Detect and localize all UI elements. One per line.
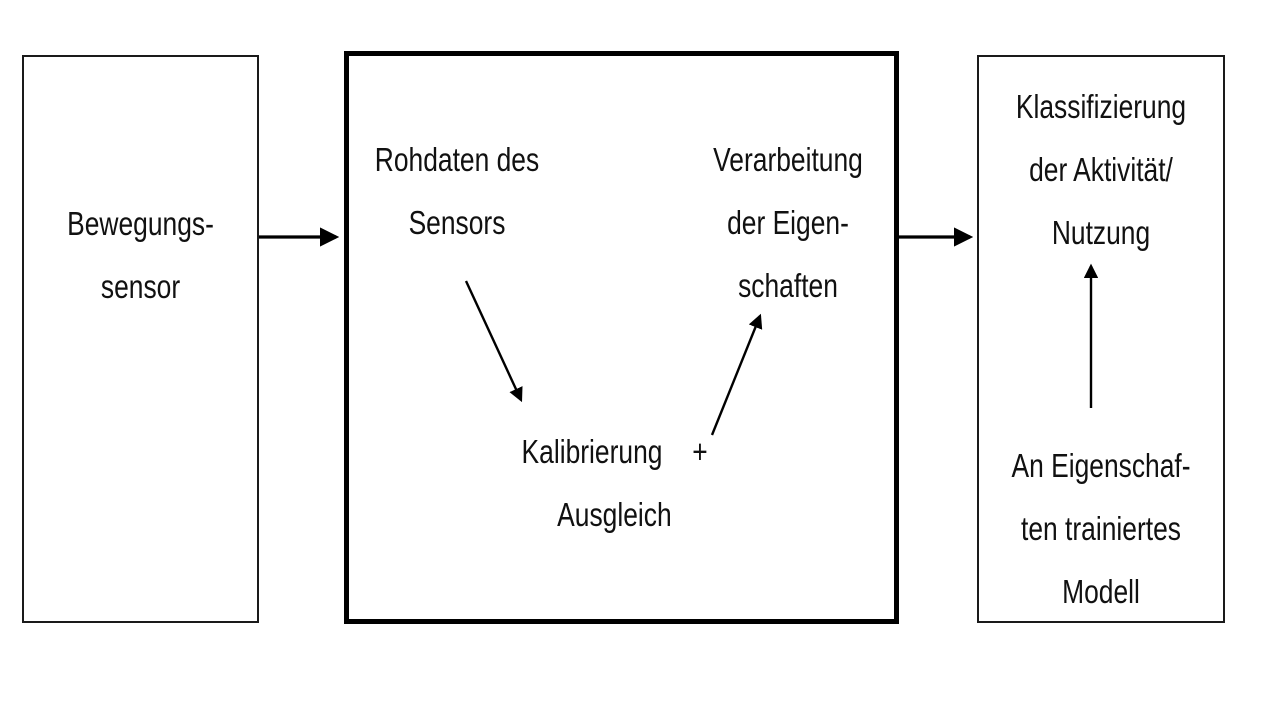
classification-label-line-2: der Aktivität/ (1029, 151, 1173, 188)
classification-label-line-3: Nutzung (1051, 214, 1151, 251)
raw-data-label-line-1: Rohdaten des (374, 141, 540, 178)
classification-label: Klassifizierung der Aktivität/ Nutzung (1002, 75, 1200, 264)
feature-processing-label: Verarbeitung der Eigen- schaften (692, 128, 884, 317)
calibration-label: Kalibrierung Ausgleich (496, 420, 688, 546)
trained-model-label-line-1: An Eigenschaf- (1011, 447, 1191, 484)
feature-processing-label-line-2: der Eigen- (727, 204, 849, 241)
raw-data-label: Rohdaten des Sensors (361, 128, 553, 254)
plus-label: + (692, 433, 708, 470)
classification-box (977, 55, 1225, 623)
feature-processing-label-line-1: Verarbeitung (713, 141, 863, 178)
raw-data-label-line-2: Sensors (408, 204, 506, 241)
feature-processing-label-line-3: schaften (738, 267, 838, 304)
trained-model-label-line-3: Modell (1062, 573, 1140, 610)
classification-label-line-1: Klassifizierung (1015, 88, 1187, 125)
calibration-label-line-2: Ausgleich (557, 496, 672, 533)
motion-sensor-label-line-2: sensor (100, 268, 181, 305)
motion-sensor-label-line-1: Bewegungs- (67, 205, 214, 242)
calibration-label-line-1: Kalibrierung (521, 433, 663, 470)
motion-sensor-box (22, 55, 259, 623)
motion-sensor-label: Bewegungs- sensor (46, 192, 236, 318)
trained-model-label: An Eigenschaf- ten trainiertes Modell (1002, 434, 1200, 623)
trained-model-label-line-2: ten trainiertes (1021, 510, 1181, 547)
processing-box (344, 51, 899, 624)
